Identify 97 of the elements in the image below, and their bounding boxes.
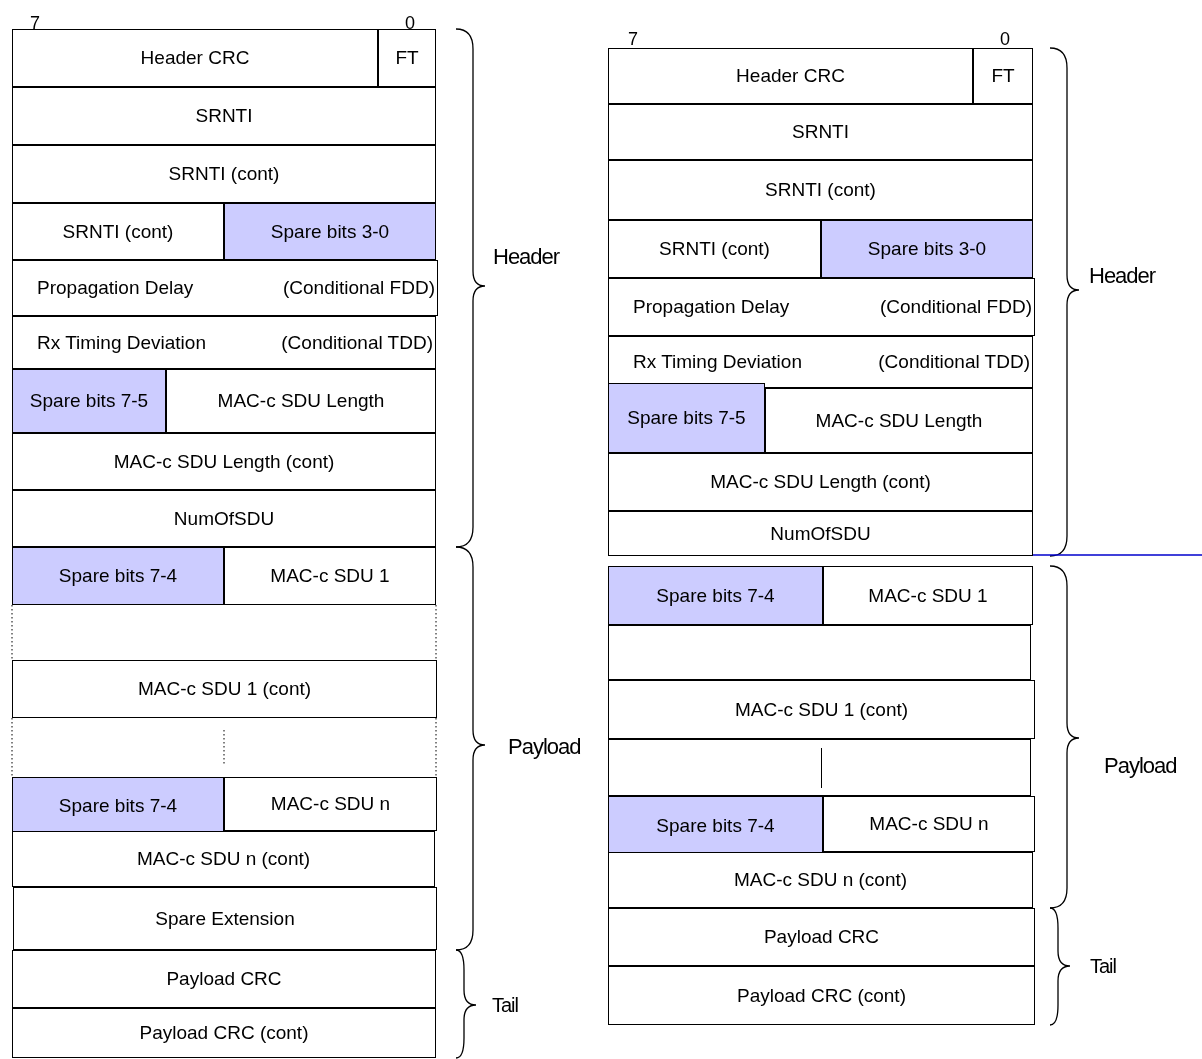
frame-field [12,369,166,433]
frame-field [12,490,436,547]
bit-number: 7 [628,30,638,48]
frame-field [765,388,1033,453]
frame-field [608,796,823,855]
field-label: Payload CRC [763,926,880,948]
field-label: MAC-c SDU n [869,813,989,835]
frame-field [608,680,1035,739]
section-label: Header [1089,265,1156,287]
field-label: MAC-c SDU Length [217,390,385,412]
field-label: MAC-c SDU Length (cont) [113,450,335,473]
field-label: Spare bits 7-4 [58,565,178,587]
field-label: SRNTI (cont) [765,179,876,201]
frame-field [166,369,436,433]
frame-field [12,87,436,145]
frame-field [224,777,437,831]
frame-field [12,660,437,718]
bit-number: 7 [30,14,40,32]
field-label: Spare bits 7-4 [656,584,775,607]
field-label: Spare bits 7-4 [656,814,775,837]
field-label: Propagation Delay [633,296,790,318]
section-label: Tail [1090,956,1116,976]
field-label: SRNTI (cont) [62,220,174,243]
frame-field [12,260,438,316]
frame-field [821,220,1033,278]
frame-field [608,104,1033,160]
frame-field [12,203,224,260]
empty-field [608,739,1031,796]
field-label: SRNTI [792,121,849,143]
field-label: Spare bits 3-0 [270,220,390,243]
field-label: MAC-c SDU 1 (cont) [137,678,312,700]
field-label: MAC-c SDU 1 (cont) [734,698,909,721]
field-label: MAC-c SDU n (cont) [733,869,908,891]
field-label: NumOfSDU [770,522,871,545]
field-label: SRNTI (cont) [659,238,770,260]
field-label: (Conditional FDD) [282,277,435,299]
frame-field [12,433,436,490]
frame-field [608,566,823,625]
section-label: Payload [508,736,581,758]
frame-field [12,1008,436,1058]
field-label: Spare bits 3-0 [867,238,987,260]
frame-field [378,29,436,87]
field-label: FT [991,65,1015,87]
field-label: (Conditional FDD) [879,296,1032,318]
field-label: MAC-c SDU Length [815,409,983,432]
field-label: Propagation Delay [37,277,194,299]
field-label: MAC-c SDU n (cont) [136,848,311,870]
frame-field [608,511,1033,556]
frame-field [608,908,1035,966]
section-label: Tail [492,995,518,1015]
frame-field [224,203,436,260]
field-label: Payload CRC [166,968,282,990]
field-label: Payload CRC (cont) [737,984,906,1007]
frame-field [12,316,436,369]
section-label: Header [493,246,560,268]
frame-field [608,336,1033,388]
frame-field [608,383,765,453]
field-label: Spare bits 7-5 [627,407,746,429]
frame-field [823,566,1033,625]
field-label: Rx Timing Deviation [633,351,802,373]
frame-field [13,887,437,950]
frame-field [608,160,1033,220]
frame-field [12,831,435,887]
frame-field [12,950,436,1008]
field-label: Header CRC [736,65,845,87]
field-label: MAC-c SDU n [270,793,391,815]
field-label: SRNTI (cont) [168,163,280,185]
field-label: Rx Timing Deviation [37,331,206,354]
field-label: MAC-c SDU 1 [270,565,390,587]
field-label: Payload CRC (cont) [139,1022,309,1044]
frame-field [608,48,973,104]
field-label: MAC-c SDU Length (cont) [710,471,931,493]
field-label: Spare bits 7-5 [29,390,149,412]
frame-field [224,547,436,605]
bit-number: 0 [1000,30,1010,48]
bit-number: 0 [405,14,415,32]
field-label: (Conditional TDD) [878,351,1030,373]
field-label: SRNTI [195,105,253,127]
empty-field [608,625,1031,680]
field-label: NumOfSDU [173,507,275,530]
frame-field [973,48,1033,104]
frame-field [608,278,1035,336]
frame-field [608,220,821,278]
frame-field [12,547,224,605]
field-label: (Conditional TDD) [281,331,433,354]
frame-field [12,29,378,87]
field-label: MAC-c SDU 1 [868,584,988,607]
frame-field [823,796,1035,852]
field-label: FT [395,47,419,69]
field-label: Spare bits 7-4 [58,795,178,817]
frame-field [12,145,436,203]
section-label: Payload [1104,755,1177,777]
frame-field [608,453,1033,511]
field-label: Spare Extension [155,907,295,930]
frame-field [608,966,1035,1025]
field-label: Header CRC [140,47,250,69]
frame-field [608,852,1033,908]
